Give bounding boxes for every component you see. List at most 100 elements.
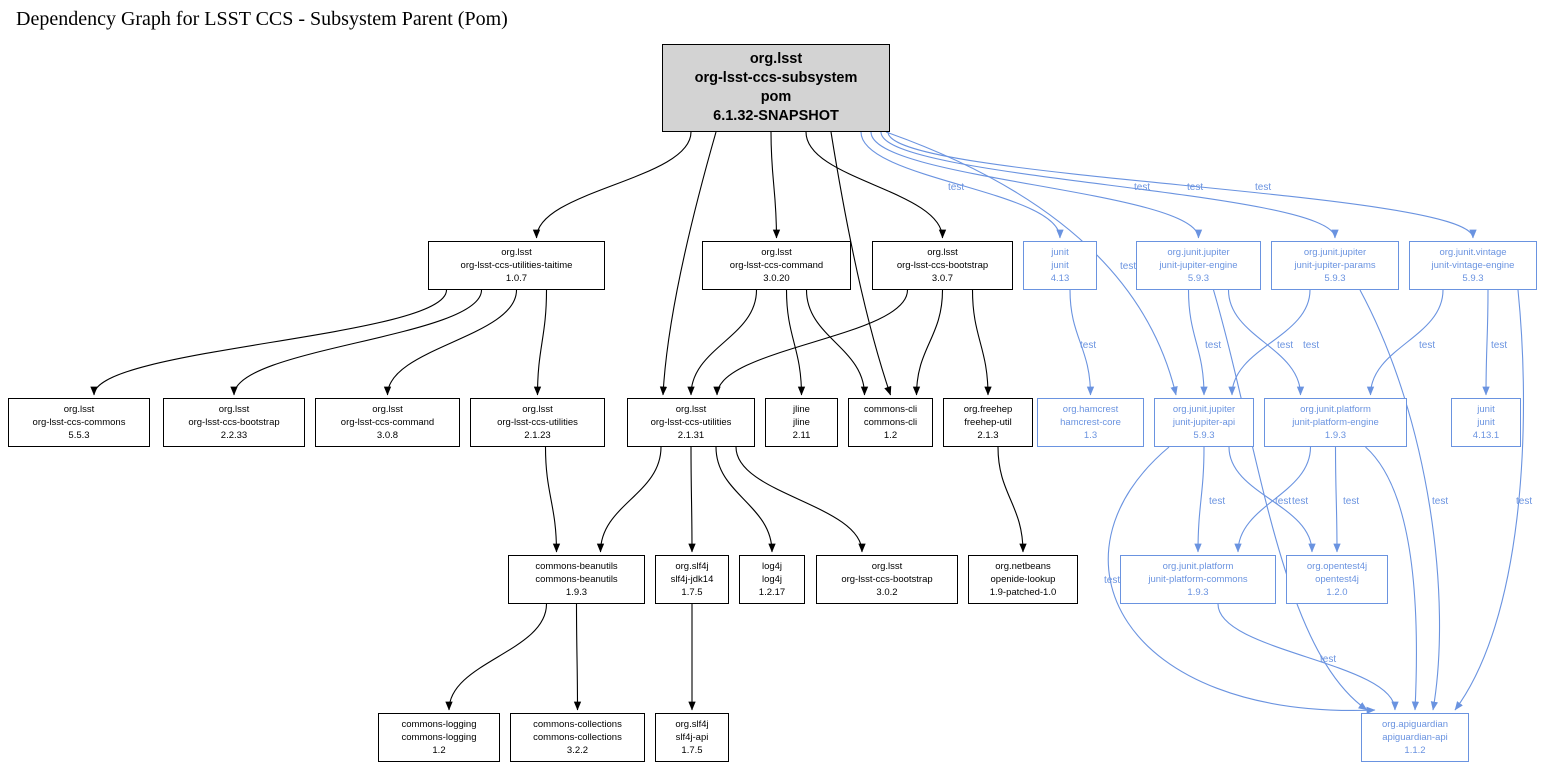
node-label: 1.9.3 [1187,587,1209,598]
edge-taitime-cmd308 [383,289,518,396]
node-label: 1.9.3 [1324,430,1347,441]
node-jupapi: org.junit.jupiter junit-jupiter-api 5.9.3 [1154,398,1254,447]
edge-util2131-slf4jjdk [688,446,696,553]
node-label: org.freehep [963,404,1013,415]
edge-root-boot307 [805,131,947,239]
node-label: 1.2 [432,745,446,756]
node-label: 3.0.20 [763,273,790,284]
node-label: junit [1051,247,1069,258]
edge-root-jupeng [870,131,1203,239]
node-label: commons-logging [401,719,477,730]
node-label: org.junit.jupiter [1303,247,1367,258]
edge-plateng-opentest [1333,446,1341,553]
edge-jupapi-opentest [1228,446,1316,553]
node-label: org.lsst [749,51,803,67]
node-label: commons-logging [401,732,477,743]
node-label: freehep-util [964,417,1012,428]
node-label: commons-beanutils [535,574,618,585]
node-label: 3.0.8 [376,430,399,441]
node-label: junit-platform-engine [1292,417,1379,428]
node-label: org-lsst-ccs-command [729,260,824,271]
node-label: junit-jupiter-engine [1159,260,1238,271]
edge-taitime-commons553 [90,289,448,396]
node-label: org.junit.jupiter [1167,247,1230,258]
node-label: 3.2.2 [566,745,589,756]
node-label: 5.9.3 [1193,430,1215,441]
node-label: junit-jupiter-params [1294,260,1376,271]
node-label: junit [1051,260,1069,271]
node-label: org-lsst-ccs-command [340,417,435,428]
node-label: 3.0.7 [931,273,954,284]
node-label: org-lsst-ccs-subsystem [694,70,858,86]
edge-util2131-boot302 [735,446,866,553]
node-label: junit-jupiter-api [1172,417,1236,428]
node-label: commons-cli [863,417,918,428]
edge-taitime-util2123 [533,289,548,396]
edge-freehep-openide [997,446,1027,553]
node-label: 2.1.3 [977,430,999,441]
node-label: org.junit.platform [1300,404,1371,415]
edge-boot307-cli [912,289,944,396]
node-label: 2.1.23 [524,430,551,441]
edge-label: test [1187,182,1203,193]
node-label: 1.0.7 [505,273,528,284]
edge-label: test [1134,182,1150,193]
edge-boot307-freehep [971,289,992,396]
edge-root-taitime [532,131,692,239]
edge-juppar-apiguard [1359,289,1441,711]
node-label: 5.9.3 [1187,273,1210,284]
node-label: org.lsst [871,561,903,572]
node-juppar: org.junit.jupiter junit-jupiter-params 5.9… [1271,241,1399,290]
edge-util2131-log4j [715,446,776,553]
edge-jupeng-plateng [1227,289,1305,396]
node-jupeng: org.junit.jupiter junit-jupiter-engine 5.9… [1136,241,1261,290]
edge-util2131-beanutils [596,446,662,553]
node-label: org-lsst-ccs-commons [32,417,126,428]
edge-label: test [1320,654,1336,665]
page-title: Dependency Graph for LSST CCS - Subsyste… [16,8,508,30]
node-label: 5.9.3 [1324,273,1346,284]
node-label: 5.5.3 [68,430,90,441]
edge-taitime-boot2233 [230,289,483,396]
node-label: 2.11 [792,430,811,441]
node-label: org-lsst-ccs-bootstrap [188,417,280,428]
node-freehep: org.freehep freehep-util 2.1.3 [943,398,1033,447]
node-label: 2.1.31 [677,430,705,441]
node-label: junit-platform-commons [1148,574,1248,585]
node-label: opentest4j [1315,574,1359,585]
node-label: org-lsst-ccs-utilities [497,417,578,428]
edge-root-util2131 [659,131,717,396]
node-label: 1.2 [883,430,898,441]
edge-label: test [1432,496,1448,507]
node-label: commons-collections [533,719,622,730]
edge-util2123-beanutils [544,446,561,553]
node-label: org.lsst [675,404,707,415]
edge-vineng-plateng [1366,289,1444,396]
node-label: 4.13 [1050,273,1070,284]
edge-label: test [1255,182,1271,193]
node-label: org.lsst [927,247,958,258]
node-label: org.junit.jupiter [1172,404,1236,415]
node-label: org.slf4j [675,719,709,730]
node-label: commons-beanutils [535,561,618,572]
node-label: apiguardian-api [1382,732,1448,743]
edges-group [90,131,1524,714]
